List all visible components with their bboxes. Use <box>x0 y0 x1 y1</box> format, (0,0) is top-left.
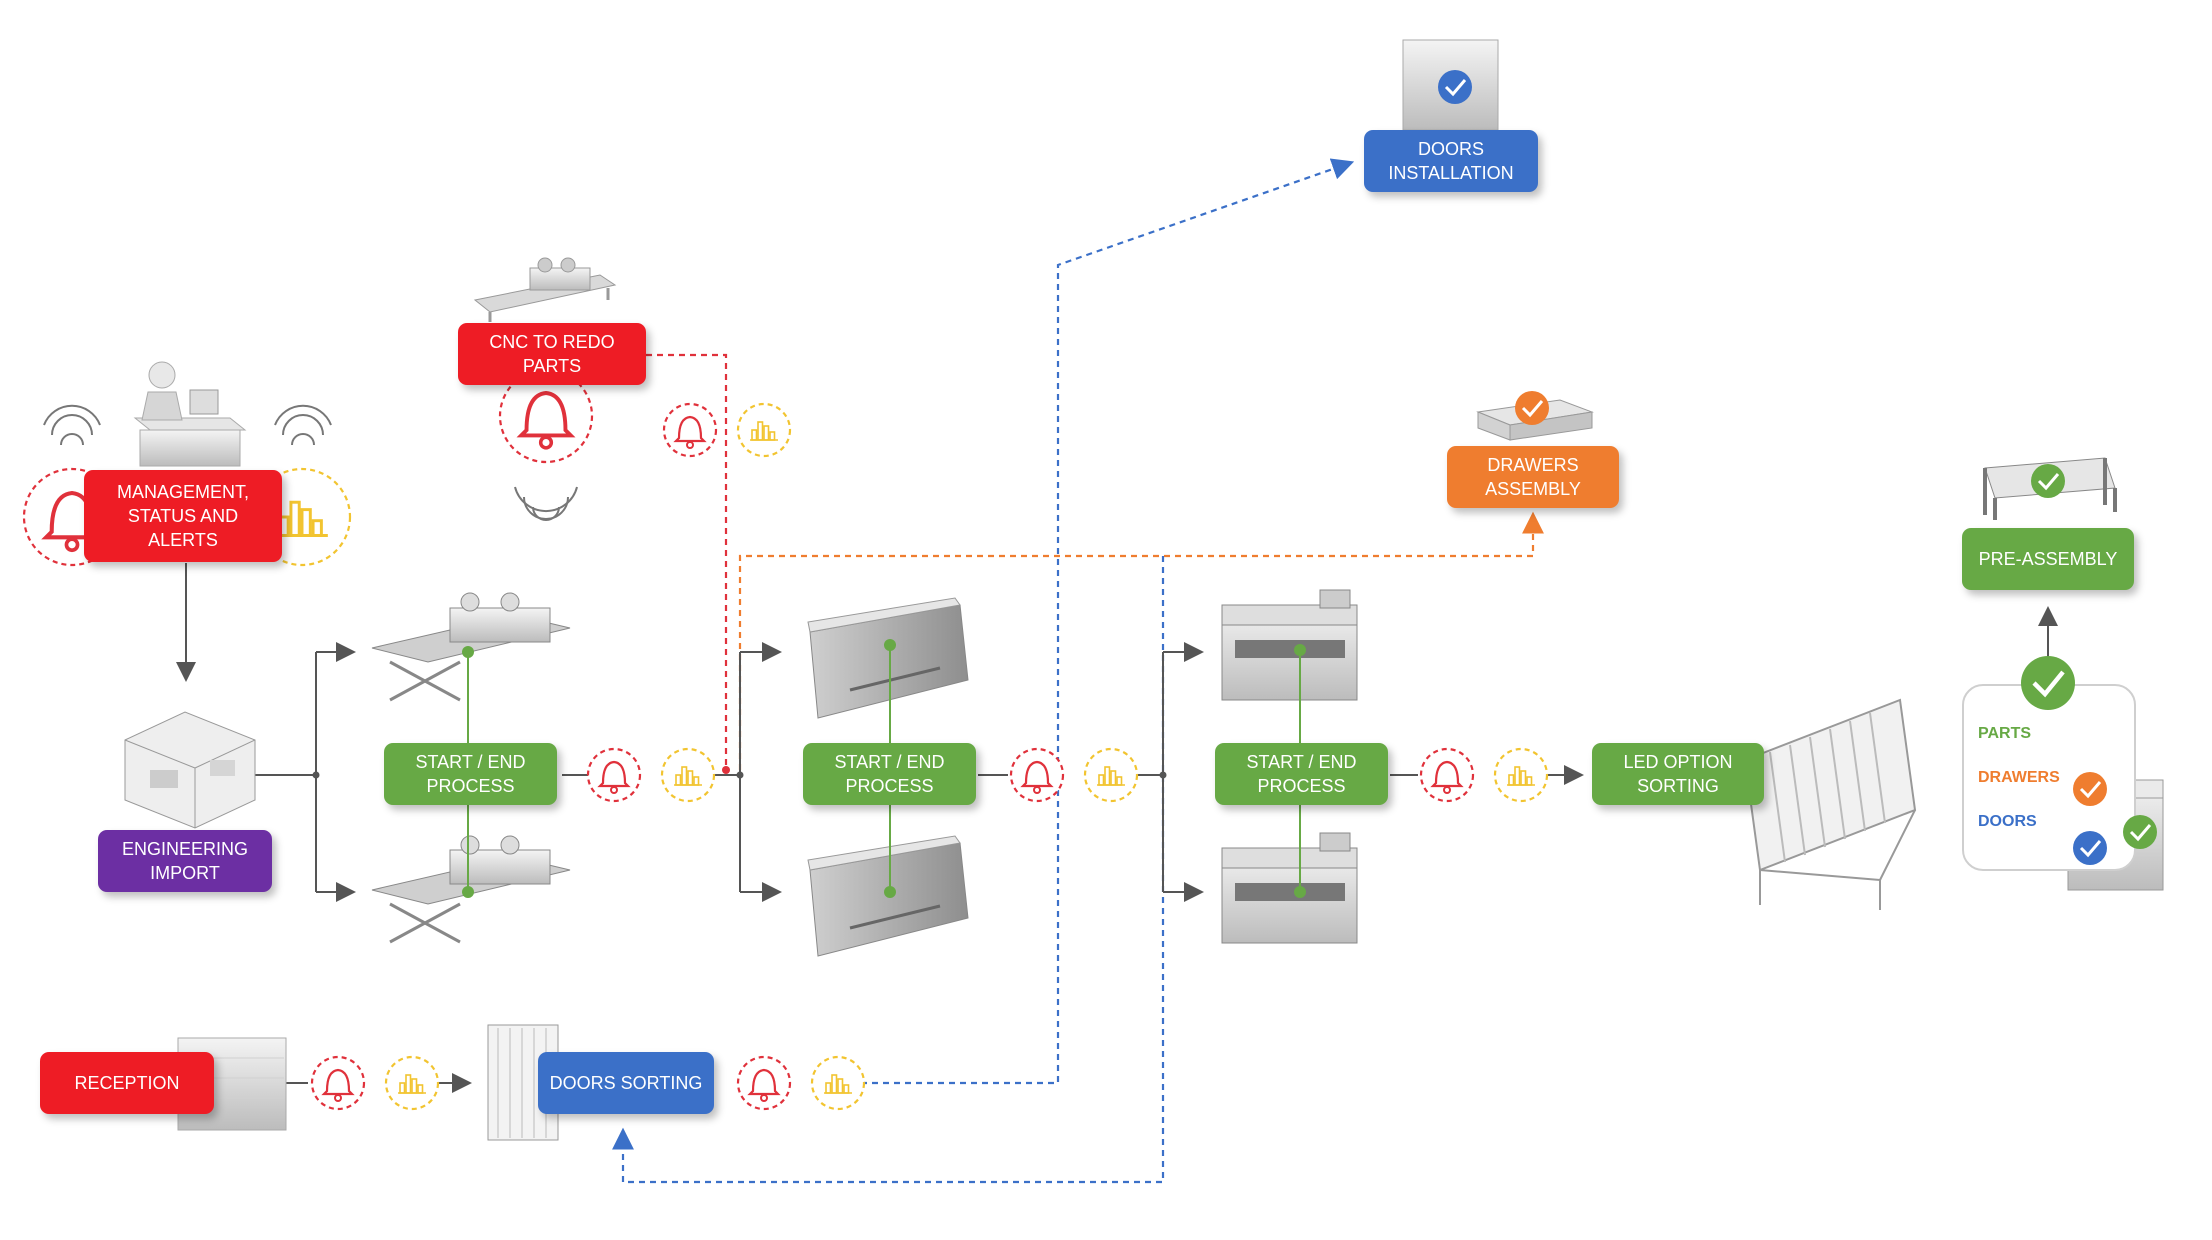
doors-installation-label: DOORS INSTALLATION <box>1388 139 1514 183</box>
bar-chart-icon <box>736 402 792 458</box>
edgebander-top-illustration <box>807 597 969 719</box>
start-end-process-2-node[interactable]: START / END PROCESS <box>803 743 976 805</box>
doors-installation-connector <box>850 158 1355 1085</box>
engineering-import-node[interactable]: ENGINEERING IMPORT <box>98 830 272 892</box>
management-status-alerts-node[interactable]: MANAGEMENT, STATUS AND ALERTS <box>84 470 282 562</box>
start-end-process-3-node[interactable]: START / END PROCESS <box>1215 743 1388 805</box>
legend-drawers-label: DRAWERS <box>1978 769 2060 786</box>
doors-sorting-node[interactable]: DOORS SORTING <box>538 1052 714 1114</box>
bell-icon <box>662 402 718 458</box>
engineering-room-illustration <box>124 711 256 829</box>
pre-assembly-label: PRE-ASSEMBLY <box>1978 549 2118 569</box>
bell-icon <box>586 747 642 803</box>
checkmark-icon <box>1438 70 1472 104</box>
legend-parts-label: PARTS <box>1978 725 2032 742</box>
management-label: MANAGEMENT, STATUS AND ALERTS <box>116 482 249 550</box>
bell-icon <box>736 1055 792 1111</box>
reception-label: RECEPTION <box>74 1073 180 1093</box>
bar-chart-icon <box>384 1055 440 1111</box>
process3-label: START / END PROCESS <box>1246 752 1357 796</box>
drawers-assembly-node[interactable]: DRAWERS ASSEMBLY <box>1447 446 1619 508</box>
cnc-redo-connector <box>646 353 728 770</box>
engineering-label: ENGINEERING IMPORT <box>121 839 249 883</box>
checkmark-icon <box>2123 815 2157 849</box>
process2-label: START / END PROCESS <box>834 752 945 796</box>
bell-icon <box>1009 747 1065 803</box>
cnc-machine-illustration <box>473 257 617 322</box>
doors-installation-node[interactable]: DOORS INSTALLATION <box>1364 130 1538 192</box>
bell-icon <box>1419 747 1475 803</box>
legend-doors-label: DOORS <box>1978 813 2037 830</box>
led-sorting-label: LED OPTION SORTING <box>1623 752 1733 796</box>
start-end-process-1-node[interactable]: START / END PROCESS <box>384 743 557 805</box>
process1-label: START / END PROCESS <box>415 752 526 796</box>
drilling-machine-top-illustration <box>1221 589 1358 701</box>
reception-node[interactable]: RECEPTION <box>40 1052 214 1114</box>
checkmark-icon <box>2031 464 2065 498</box>
cnc-table-bottom-illustration <box>371 835 571 944</box>
drawers-assembly-label: DRAWERS ASSEMBLY <box>1485 455 1581 499</box>
checkmark-icon <box>2073 772 2107 806</box>
cnc-table-top-illustration <box>371 592 571 702</box>
edgebander-bottom-illustration <box>807 835 969 957</box>
cnc-redo-parts-node[interactable]: CNC TO REDO PARTS <box>458 323 646 385</box>
led-option-sorting-node[interactable]: LED OPTION SORTING <box>1592 743 1764 805</box>
bell-icon <box>310 1055 366 1111</box>
cnc-redo-label: CNC TO REDO PARTS <box>489 332 615 376</box>
drilling-machine-bottom-illustration <box>1221 832 1358 944</box>
drawers-assembly-connector <box>738 511 1544 770</box>
sorting-rack-illustration <box>1743 698 1917 910</box>
bar-chart-icon <box>810 1055 866 1111</box>
pre-assembly-node[interactable]: PRE-ASSEMBLY <box>1962 528 2134 590</box>
bar-chart-icon <box>1083 747 1139 803</box>
bar-chart-icon <box>660 747 716 803</box>
bar-chart-icon <box>1493 747 1549 803</box>
checkmark-icon <box>2021 656 2075 710</box>
wifi-signal-icon <box>43 404 578 521</box>
management-desk-illustration <box>133 361 247 467</box>
checkmark-icon <box>1515 391 1549 425</box>
doors-sorting-label: DOORS SORTING <box>549 1073 703 1093</box>
checkmark-icon <box>2073 831 2107 865</box>
